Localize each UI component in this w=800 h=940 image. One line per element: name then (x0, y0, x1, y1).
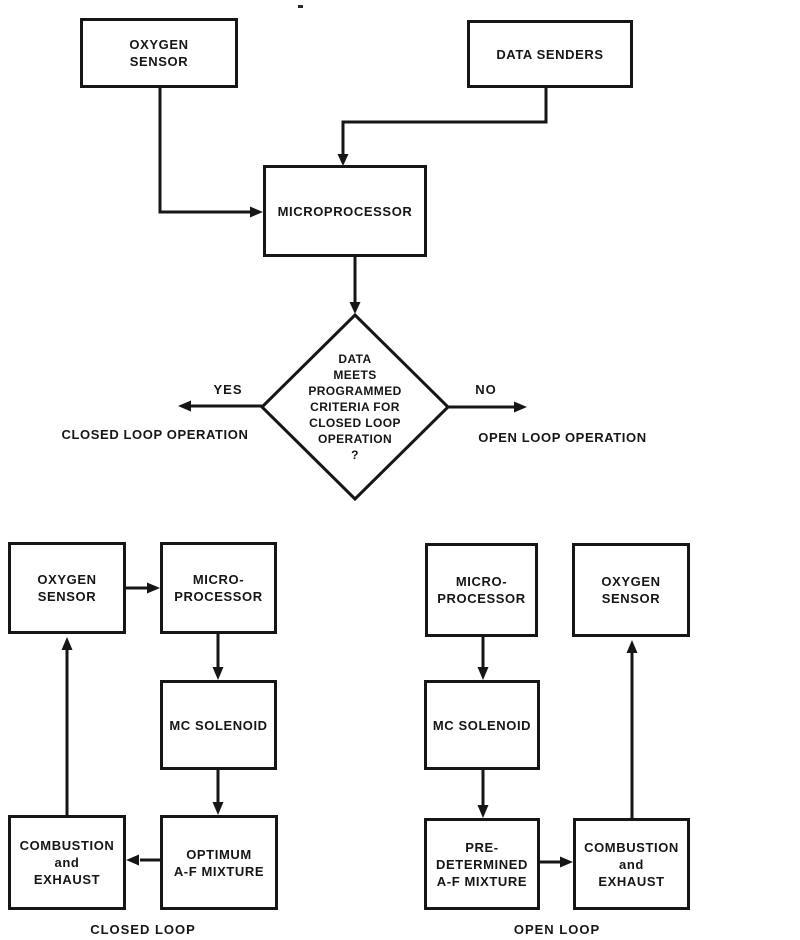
arrowhead-ol-into-combustion (560, 856, 573, 868)
open-loop-operation-label: OPEN LOOP OPERATION (478, 430, 647, 445)
arrowhead-ol-into-mixture (477, 805, 489, 818)
ol-mc-solenoid-box: MC SOLENOID (424, 680, 540, 770)
ol-predetermined-mixture-label: PRE- DETERMINED A-F MIXTURE (436, 839, 528, 889)
microprocessor-label-top: MICROPROCESSOR (277, 203, 413, 219)
arrowhead-no-branch (514, 401, 527, 413)
oxygen-sensor-box-top: OXYGEN SENSOR (80, 18, 238, 88)
oxygen-sensor-label-top: OXYGEN SENSOR (129, 37, 189, 69)
cl-mc-solenoid-label: MC SOLENOID (169, 717, 268, 733)
closed-loop-operation-label: CLOSED LOOP OPERATION (61, 427, 249, 442)
cl-optimum-mixture-box: OPTIMUM A-F MIXTURE (160, 815, 278, 910)
arrowhead-ol-into-solenoid (477, 667, 489, 680)
ol-oxygen-sensor-box: OXYGEN SENSOR (572, 543, 690, 637)
connector-data-senders-to-microprocessor (341, 88, 548, 156)
ol-predetermined-mixture-box: PRE- DETERMINED A-F MIXTURE (424, 818, 540, 910)
scan-artifact-dot (298, 5, 303, 8)
arrowhead-yes-branch (178, 400, 191, 412)
decision-diamond-text: DATA MEETS PROGRAMMED CRITERIA FOR CLOSE… (308, 352, 402, 462)
ol-mc-solenoid-label: MC SOLENOID (432, 717, 532, 733)
ol-combustion-exhaust-label: COMBUSTION and EXHAUST (584, 839, 679, 889)
arrowhead-cl-into-oxygen (61, 637, 73, 650)
cl-combustion-exhaust-box: COMBUSTION and EXHAUST (8, 815, 126, 910)
data-senders-label: DATA SENDERS (496, 46, 604, 62)
arrowhead-into-microprocessor-top (337, 154, 349, 166)
cl-optimum-mixture-label: OPTIMUM A-F MIXTURE (173, 846, 265, 879)
ol-microprocessor-box: MICRO- PROCESSOR (425, 543, 538, 637)
ol-microprocessor-label: MICRO- PROCESSOR (437, 574, 526, 606)
no-branch-label: NO (475, 382, 497, 397)
cl-oxygen-sensor-label: OXYGEN SENSOR (37, 572, 97, 604)
open-loop-caption: OPEN LOOP (513, 922, 601, 937)
ol-combustion-exhaust-box: COMBUSTION and EXHAUST (573, 818, 690, 910)
arrowhead-into-microprocessor-left (250, 206, 263, 218)
microprocessor-box-top: MICROPROCESSOR (263, 165, 427, 257)
data-senders-box: DATA SENDERS (467, 20, 633, 88)
cl-combustion-exhaust-label: COMBUSTION and EXHAUST (19, 838, 115, 887)
cl-microprocessor-box: MICRO- PROCESSOR (160, 542, 277, 634)
ol-oxygen-sensor-label: OXYGEN SENSOR (601, 574, 661, 606)
closed-loop-caption: CLOSED LOOP (90, 922, 196, 937)
arrowhead-cl-into-combustion (126, 854, 139, 866)
arrowhead-ol-into-oxygen (626, 640, 638, 653)
arrowhead-cl-into-solenoid (212, 667, 224, 680)
connector-oxygen-to-microprocessor (158, 88, 251, 214)
decision-diamond-shape (259, 312, 451, 502)
cl-oxygen-sensor-box: OXYGEN SENSOR (8, 542, 126, 634)
arrowhead-cl-into-mixture (212, 802, 224, 815)
yes-branch-label: YES (213, 382, 243, 397)
cl-microprocessor-label: MICRO- PROCESSOR (174, 572, 263, 604)
arrowhead-into-decision (349, 302, 361, 314)
cl-mc-solenoid-box: MC SOLENOID (160, 680, 277, 770)
arrowhead-cl-into-micro (147, 582, 160, 594)
